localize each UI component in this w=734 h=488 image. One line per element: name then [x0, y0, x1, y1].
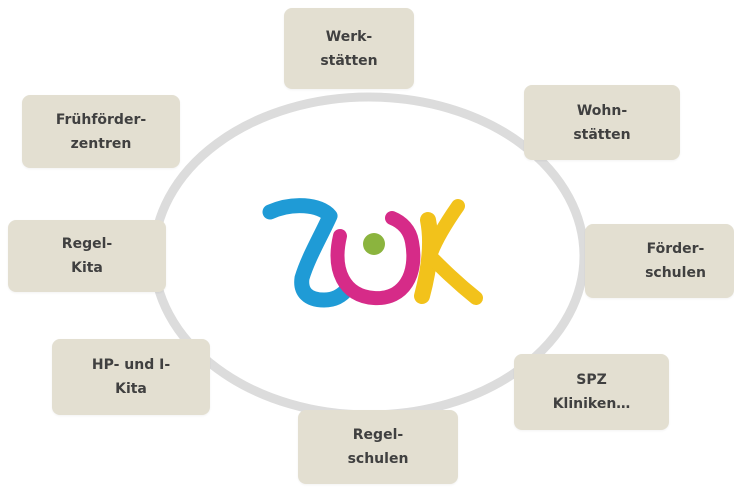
- center-logo: [262, 198, 483, 308]
- node-fruehfoerder-line1: Frühförder-: [55, 111, 147, 128]
- node-spz-line1: SPZ: [576, 372, 607, 388]
- node-wohnstaetten-line2: stätten: [573, 126, 631, 143]
- node-hp-und-i-kita: HP- und I- Kita: [52, 339, 210, 415]
- node-wohnstaetten-line1: Wohn-: [576, 102, 628, 119]
- node-fruehfoerder-line2: zentren: [70, 135, 132, 152]
- node-werkstaetten: Werk-stätten: [284, 8, 414, 89]
- node-foerderschulen: Förder-schulen: [585, 224, 734, 298]
- node-hp-kita-line2: Kita: [115, 381, 147, 397]
- node-spz-line2: Kliniken…: [552, 396, 631, 412]
- node-regelschulen-line2: schulen: [347, 451, 409, 467]
- node-hp-kita-line1: HP- und I-: [91, 357, 171, 373]
- node-wohnstaetten: Wohn-stätten: [524, 85, 680, 160]
- node-regelschulen-line1: Regel-: [352, 427, 404, 443]
- node-fruehfoerderzentren: Frühförder-zentren: [22, 95, 180, 168]
- node-regel-kita-line2: Kita: [71, 260, 103, 276]
- node-regel-kita-line1: Regel-: [61, 236, 113, 252]
- node-regel-kita: Regel- Kita: [8, 220, 166, 292]
- logo-yellow-k-arms: [423, 199, 483, 305]
- node-regelschulen: Regel-schulen: [298, 410, 458, 484]
- logo-magenta-arc: [330, 211, 421, 306]
- node-foerderschulen-line1: Förder-: [646, 241, 705, 257]
- node-werkstaetten-line1: Werk-: [325, 28, 373, 45]
- logo-green-dot: [363, 233, 385, 255]
- logo-blue-stroke: [262, 198, 356, 308]
- node-foerderschulen-line2: schulen: [645, 265, 706, 281]
- node-spz-kliniken: SPZ Kliniken…: [514, 354, 669, 430]
- node-werkstaetten-line2: stätten: [320, 52, 378, 69]
